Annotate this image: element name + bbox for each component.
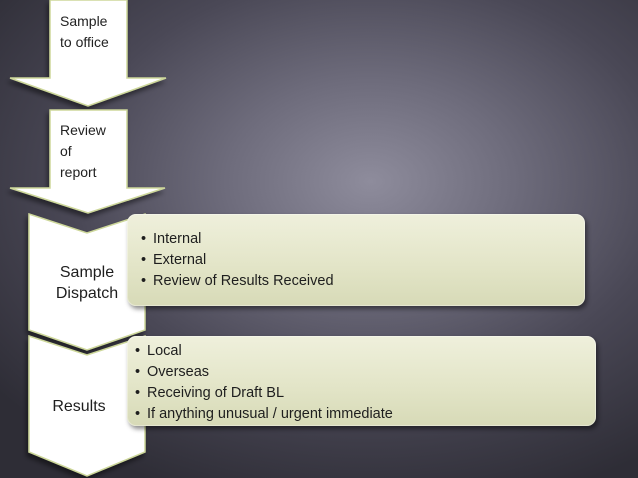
stage-label-results: Results (52, 398, 106, 415)
stage-list-sample-dispatch: Internal External Review of Results Rece… (141, 229, 334, 292)
list-item: If anything unusual / urgent immediate (135, 404, 393, 425)
stage-label-sample-dispatch: Sample Dispatch (55, 264, 119, 302)
list-item: Overseas (135, 362, 393, 383)
stage-panel-sample-dispatch: Internal External Review of Results Rece… (127, 214, 585, 306)
list-item: Internal (141, 229, 334, 250)
arrow-step-sample-to-office (9, 0, 167, 107)
step-label-review-of-report: Review of report (60, 122, 106, 180)
list-item: Receiving of Draft BL (135, 383, 393, 404)
list-item: Local (135, 341, 393, 362)
step-label-sample-to-office: Sample to office (60, 13, 109, 50)
arrow-step-review-of-report (9, 109, 166, 214)
stage-panel-results: Local Overseas Receiving of Draft BL If … (127, 336, 596, 426)
chevron-results (28, 334, 146, 477)
list-item: Review of Results Received (141, 271, 334, 292)
chevron-sample-dispatch (28, 212, 146, 351)
stage-list-results: Local Overseas Receiving of Draft BL If … (135, 341, 393, 425)
list-item: External (141, 250, 334, 271)
